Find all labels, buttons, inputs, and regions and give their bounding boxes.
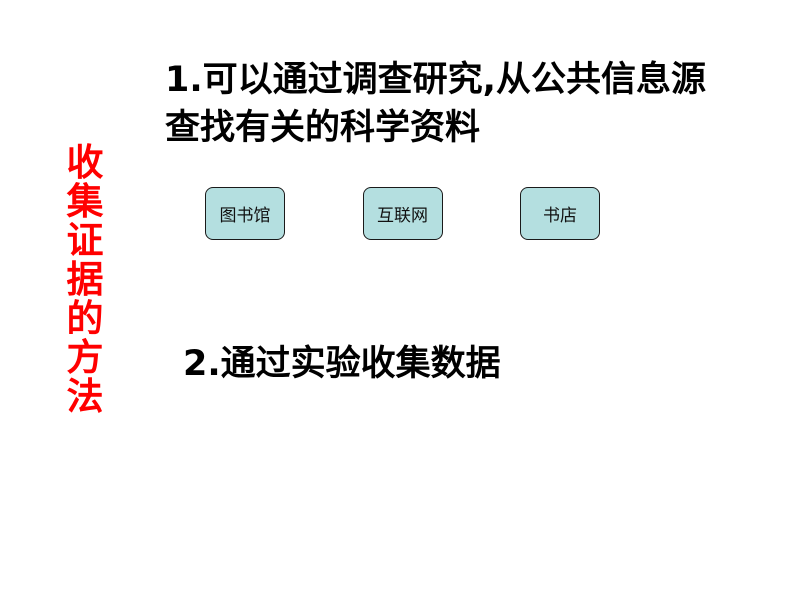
source-box-internet: 互联网 [362, 187, 443, 240]
point-one-text: 1.可以通过调查研究,从公共信息源 查找有关的科学资料 [165, 56, 765, 152]
point-one-line: 1.可以通过调查研究,从公共信息源 [165, 60, 706, 100]
point-one-line: 查找有关的科学资料 [165, 108, 481, 148]
point-two-text: 2.通过实验收集数据 [183, 344, 501, 384]
source-label: 书店 [543, 206, 577, 226]
side-title: 收集证据的方法 [66, 141, 104, 418]
source-box-bookstore: 书店 [520, 187, 600, 240]
source-box-library: 图书馆 [205, 187, 285, 240]
source-label: 互联网 [377, 206, 428, 226]
source-label: 图书馆 [219, 206, 271, 226]
source-list: 图书馆 互联网 书店 [205, 187, 600, 240]
